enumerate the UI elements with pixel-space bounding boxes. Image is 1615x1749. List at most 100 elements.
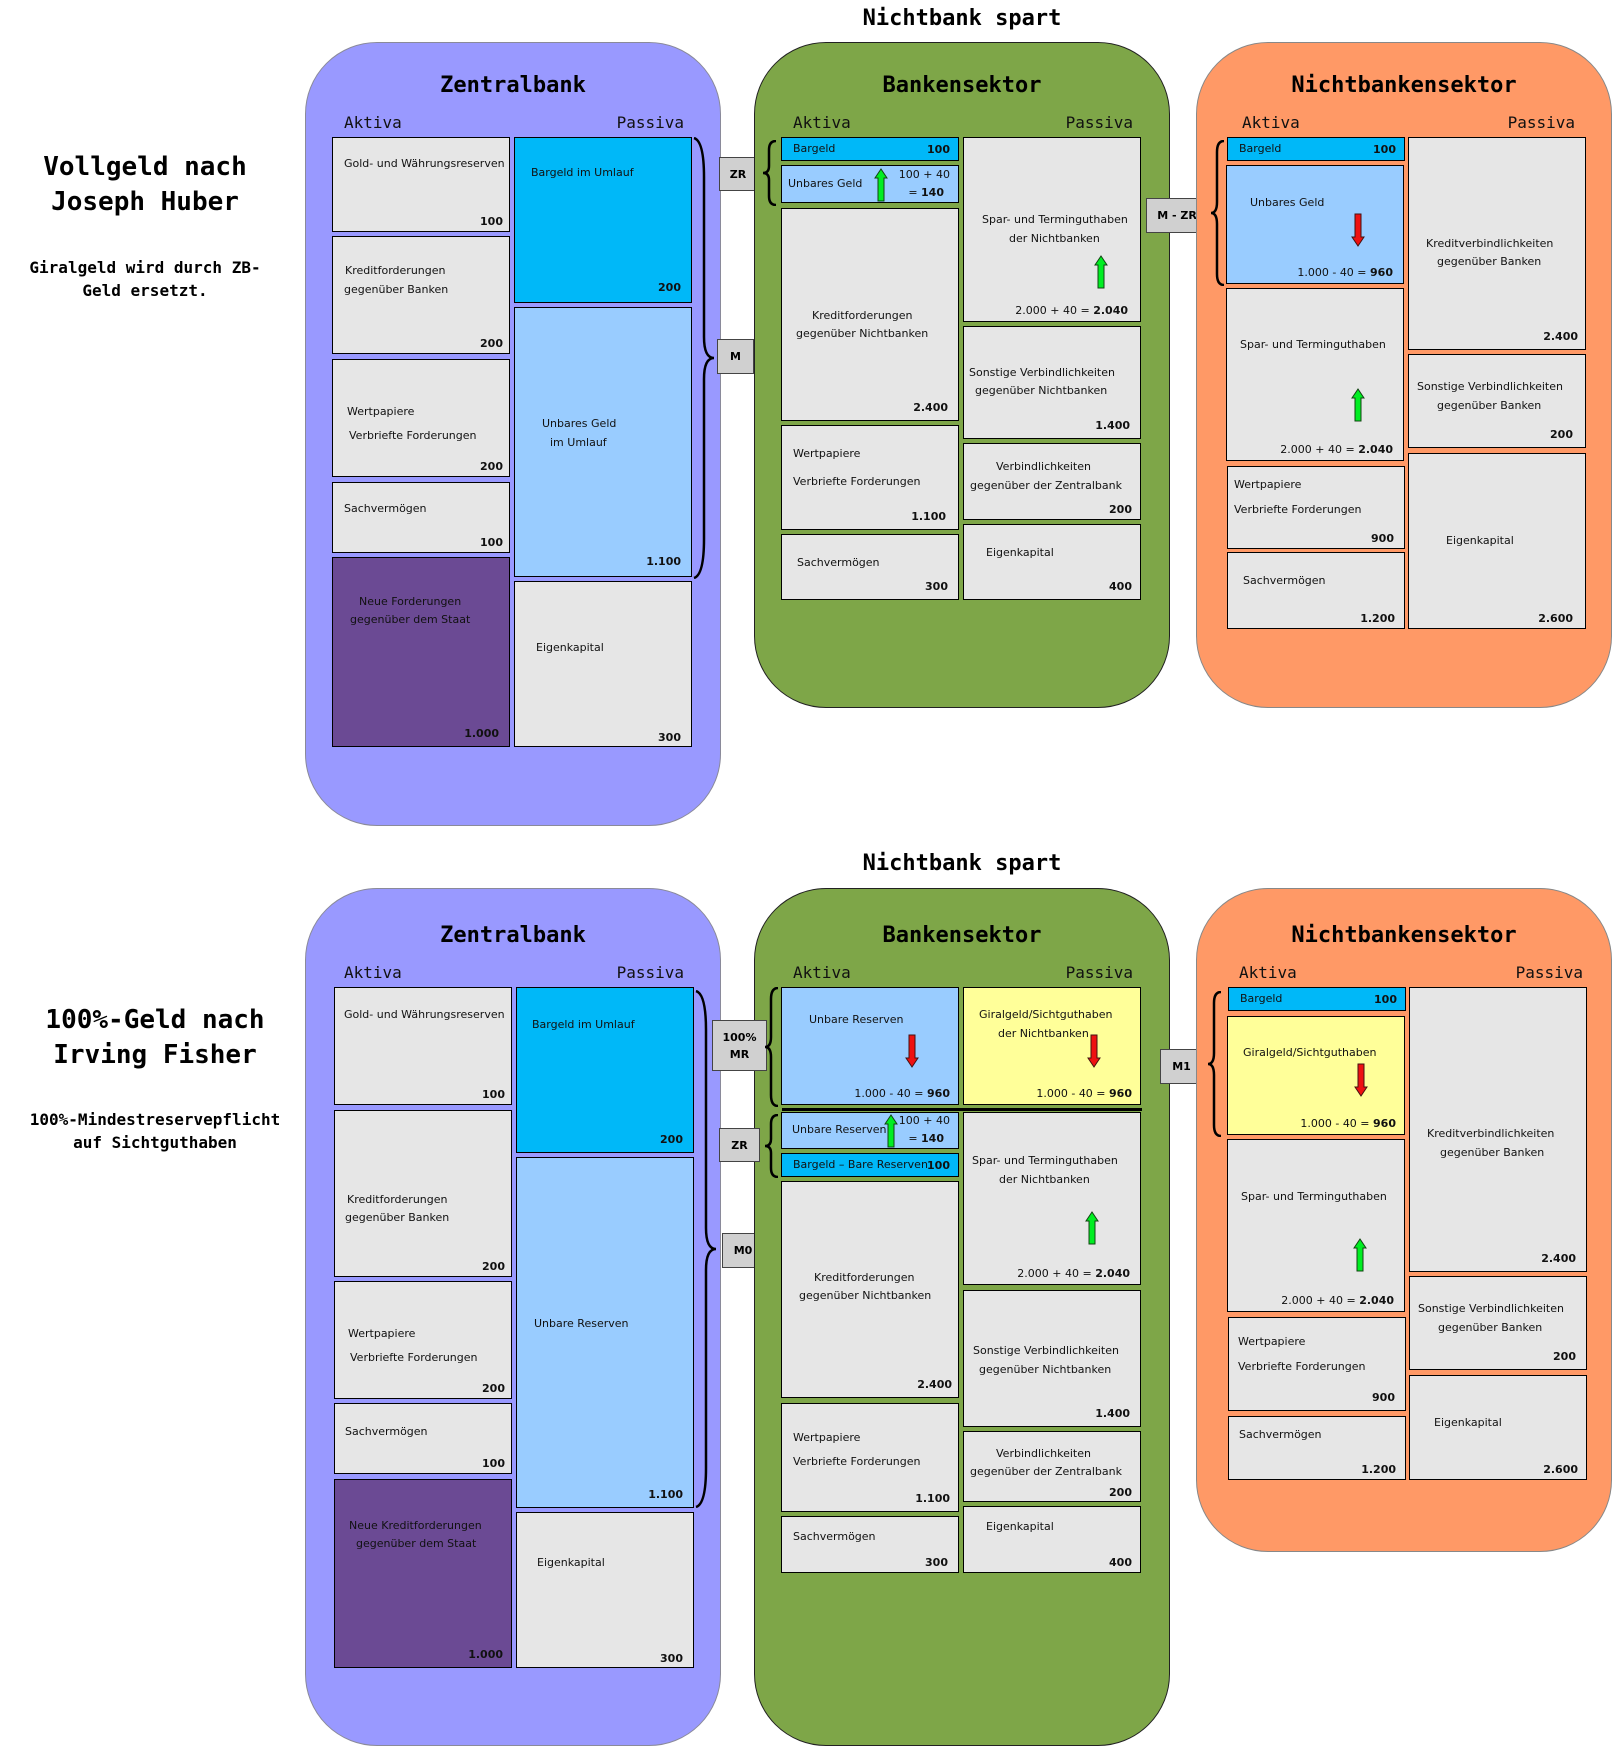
item-label: Kreditforderungen (814, 1271, 915, 1284)
item-value: 1.400 (1095, 419, 1130, 432)
balance-item-noncash: Unbares Geld 1.000 - 40 = 960 (1226, 165, 1404, 284)
balance-item: Sachvermögen 300 (781, 1516, 959, 1573)
brace-icon (764, 1114, 779, 1178)
arrow-up-icon (1353, 1238, 1367, 1272)
item-label: Wertpapiere (1238, 1335, 1306, 1348)
item-label: Verbindlichkeiten (996, 1447, 1091, 1460)
item-calc: 100 + 40 (898, 1114, 950, 1127)
item-value: 2.600 (1543, 1463, 1578, 1476)
item-value: 100 (482, 1088, 505, 1101)
item-label: Eigenkapital (986, 1520, 1054, 1533)
item-value: 2.400 (913, 401, 948, 414)
item-label: Spar- und Terminguthaben (972, 1154, 1118, 1167)
item-calc-result: 2.040 (1358, 443, 1393, 456)
balance-item: Eigenkapital 400 (963, 1506, 1141, 1573)
arrow-up-icon (874, 168, 888, 202)
item-label: gegenüber Nichtbanken (799, 1289, 932, 1302)
balance-item-noncash: Unbare Reserven 100 + 40 = 140 (781, 1112, 959, 1149)
item-calc: 2.000 + 40 = 2.040 (1281, 1294, 1394, 1307)
item-value: 200 (1109, 503, 1132, 516)
item-value: 300 (660, 1652, 683, 1665)
item-label: Eigenkapital (1434, 1416, 1502, 1429)
passiva-label: Passiva (1065, 963, 1133, 982)
item-value: 2.600 (1538, 612, 1573, 625)
item-value: 200 (480, 337, 503, 350)
balance-item: Eigenkapital 2.600 (1409, 1375, 1587, 1480)
item-calc-result: 960 (1109, 1087, 1132, 1100)
item-label: gegenüber Banken (1440, 1146, 1545, 1159)
aktiva-label: Aktiva (344, 113, 402, 132)
balance-item: Gold- und Währungsreserven 100 (332, 137, 510, 232)
item-label: Spar- und Terminguthaben (982, 213, 1128, 226)
item-label: im Umlauf (550, 436, 607, 449)
item-calc-prefix: 2.000 + 40 = (1281, 1294, 1360, 1307)
item-value: 100 (1374, 993, 1397, 1006)
item-label: Bargeld im Umlauf (532, 1018, 635, 1031)
brace-icon (695, 990, 717, 1508)
item-calc: 1.000 - 40 = 960 (1036, 1087, 1132, 1100)
balance-item: Spar- und Terminguthaben der Nichtbanken… (963, 1112, 1141, 1285)
arrow-down-icon (1354, 1063, 1368, 1097)
scenario-title-line: 100%-Geld nach (45, 1005, 265, 1035)
item-value: 200 (1550, 428, 1573, 441)
balance-item: Sonstige Verbindlichkeiten gegenüber Ban… (1408, 354, 1586, 448)
item-calc: 2.000 + 40 = 2.040 (1015, 304, 1128, 317)
item-value: 200 (660, 1133, 683, 1146)
item-label: Eigenkapital (537, 1556, 605, 1569)
balance-item: Sachvermögen 1.200 (1227, 552, 1405, 629)
item-calc-prefix: 2.000 + 40 = (1280, 443, 1359, 456)
item-label: Giralgeld/Sichtguthaben (1243, 1046, 1377, 1059)
item-value: 1.100 (911, 510, 946, 523)
balance-item: Spar- und Terminguthaben der Nichtbanken… (963, 137, 1141, 322)
item-label: Wertpapiere (348, 1327, 416, 1340)
balance-item: Wertpapiere Verbriefte Forderungen 900 (1228, 1317, 1406, 1411)
balance-item-cash: Bargeld 100 (1228, 987, 1406, 1011)
item-value: 300 (658, 731, 681, 744)
reserve-divider (782, 1108, 1142, 1111)
item-label: Unbare Reserven (809, 1013, 904, 1026)
balance-item-cash: Bargeld 100 (1227, 137, 1405, 161)
balance-item: Sachvermögen 100 (332, 482, 510, 553)
balance-item: Wertpapiere Verbriefte Forderungen 900 (1227, 466, 1405, 549)
arrow-up-icon (1094, 255, 1108, 289)
balance-item: Sonstige Verbindlichkeiten gegenüber Ban… (1409, 1276, 1587, 1370)
item-label: Verbriefte Forderungen (1238, 1360, 1366, 1373)
balance-item: Sachvermögen 1.200 (1228, 1416, 1406, 1480)
item-calc-prefix: 1.000 - 40 = (1297, 266, 1371, 279)
scenario-subtitle-line: Giralgeld wird durch ZB- (29, 258, 261, 277)
item-value: 2.400 (1541, 1252, 1576, 1265)
item-label: der Nichtbanken (1009, 232, 1100, 245)
item-value: 400 (1109, 580, 1132, 593)
balance-item-noncash: Unbares Geld im Umlauf 1.100 (514, 307, 692, 577)
balance-item: Eigenkapital 300 (514, 581, 692, 747)
item-label: Gold- und Währungsreserven (344, 157, 505, 170)
item-label: gegenüber der Zentralbank (970, 479, 1122, 492)
balance-item: Spar- und Terminguthaben 2.000 + 40 = 2.… (1227, 1139, 1405, 1312)
brace-icon (762, 140, 777, 206)
passiva-label: Passiva (1507, 113, 1575, 132)
money-aggregate-tag: ZR (719, 157, 757, 191)
scenario-subtitle: Giralgeld wird durch ZB- Geld ersetzt. (0, 256, 290, 302)
passiva-label: Passiva (1065, 113, 1133, 132)
item-value: 200 (1553, 1350, 1576, 1363)
item-label: Sonstige Verbindlichkeiten (1417, 380, 1563, 393)
item-label: gegenüber Banken (1437, 399, 1542, 412)
arrow-down-icon (905, 1034, 919, 1068)
item-value: 1.000 (464, 727, 499, 740)
balance-item: Eigenkapital 400 (963, 524, 1141, 600)
item-label: gegenüber Banken (1437, 255, 1542, 268)
scenario-title: 100%-Geld nach Irving Fisher (20, 1003, 290, 1073)
item-label: Bargeld im Umlauf (531, 166, 634, 179)
item-value: 1.100 (648, 1488, 683, 1501)
balance-item: Eigenkapital 2.600 (1408, 453, 1586, 629)
item-label: der Nichtbanken (999, 1173, 1090, 1186)
item-calc-prefix: = (908, 1132, 922, 1145)
item-value: 1.200 (1361, 1463, 1396, 1476)
item-calc: 1.000 - 40 = 960 (1300, 1117, 1396, 1130)
item-label: gegenüber Banken (345, 1211, 450, 1224)
item-label: gegenüber der Zentralbank (970, 1465, 1122, 1478)
panel-title: Zentralbank (440, 923, 586, 948)
balance-item-cash: Bargeld im Umlauf 200 (514, 137, 692, 303)
balance-item: Wertpapiere Verbriefte Forderungen 200 (334, 1281, 512, 1399)
item-calc-result: 140 (921, 186, 944, 199)
